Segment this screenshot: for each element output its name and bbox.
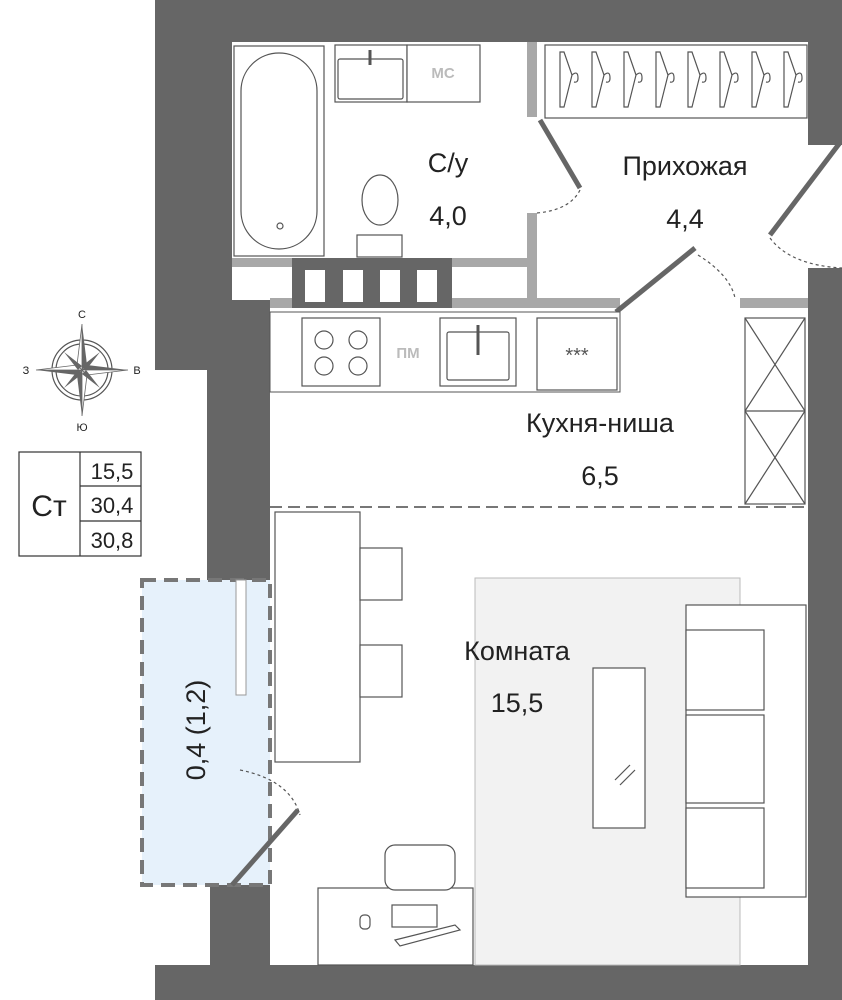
entrance-door[interactable]: [768, 138, 842, 269]
kitchen-area: 6,5: [581, 461, 619, 491]
stove-marks: ***: [565, 345, 589, 367]
compass-icon: [35, 323, 129, 417]
hallway-name: Прихожая: [622, 151, 747, 181]
bathtub: [233, 45, 325, 257]
living-area: 15,5: [491, 688, 544, 718]
compass-east: В: [133, 365, 140, 377]
desk: [317, 844, 474, 966]
fridge-column: [744, 317, 806, 505]
compass-north: С: [78, 309, 86, 321]
dishwasher-label: ПМ: [396, 345, 419, 362]
legend-living-area: 15,5: [91, 459, 134, 484]
bathroom-door[interactable]: [536, 118, 583, 214]
dining-table: [274, 511, 403, 763]
compass-west: З: [23, 365, 30, 377]
toilet: [356, 174, 403, 258]
hanger-icon: [655, 51, 675, 108]
hanger-icon: [783, 51, 803, 108]
cooktop-cabinet: ***: [536, 317, 618, 391]
balcony-area: 0,4 (1,2): [181, 680, 211, 781]
balcony: [140, 578, 272, 887]
compass-south: Ю: [76, 422, 87, 434]
area-legend: [18, 451, 142, 557]
hanger-icon: [559, 51, 579, 108]
hallway-area: 4,4: [666, 204, 704, 234]
living-name: Комната: [464, 636, 571, 666]
hanger-icon: [623, 51, 643, 108]
washer-label: МС: [431, 65, 454, 82]
kitchen-name: Кухня-ниша: [526, 408, 675, 438]
stove: [301, 317, 381, 387]
ventilation-shaft: [292, 258, 452, 308]
bathroom-name: С/у: [428, 148, 469, 178]
legend-type: Ст: [31, 490, 67, 523]
hanger-icon: [591, 51, 611, 108]
kitchen-sink: [439, 317, 517, 387]
hanger-icon: [687, 51, 707, 108]
wardrobe: [544, 44, 808, 119]
hallway-door[interactable]: [565, 246, 736, 314]
hanger-icon: [719, 51, 739, 108]
bathroom-area: 4,0: [429, 201, 467, 231]
hanger-icon: [751, 51, 771, 108]
washing-machine: МС: [406, 44, 481, 103]
sofa: [685, 604, 807, 898]
legend-total-with-balcony: 30,8: [91, 528, 134, 553]
sink-bathroom: [334, 44, 408, 103]
legend-total-area: 30,4: [91, 493, 134, 518]
coffee-table: [592, 667, 646, 829]
